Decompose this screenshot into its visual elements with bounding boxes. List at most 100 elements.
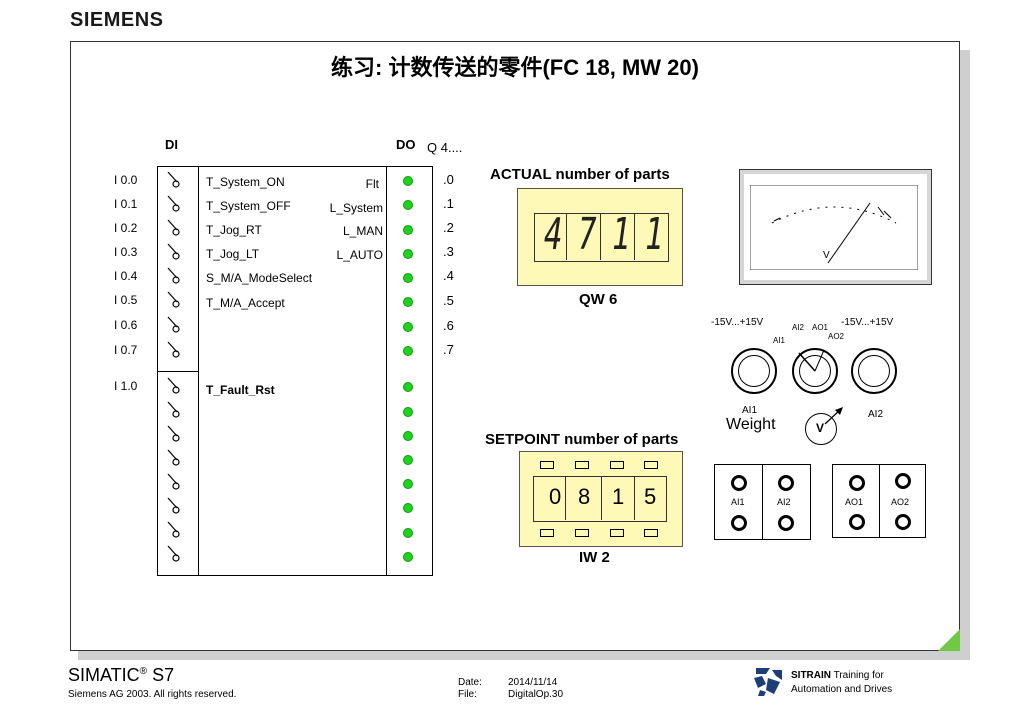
terminal-label: AI1 — [731, 497, 745, 507]
do-bit: .4 — [443, 268, 454, 283]
digit-separator — [600, 213, 601, 260]
terminal-block-ao: AO1 AO2 — [832, 464, 926, 538]
led-indicator — [404, 347, 412, 355]
terminal-label: AO2 — [891, 497, 910, 507]
increment-button[interactable] — [610, 461, 624, 469]
sitrain-name: SITRAIN — [791, 670, 831, 681]
decrement-button[interactable] — [610, 529, 624, 537]
di-address: I 0.1 — [114, 197, 138, 211]
knob-ai2[interactable] — [851, 348, 897, 394]
page-corner-icon — [938, 629, 960, 651]
selector-pointer-icon — [798, 350, 825, 372]
footer-copyright: Siemens AG 2003. All rights reserved. — [68, 689, 237, 700]
switch-icon[interactable] — [167, 316, 180, 333]
switch-icon[interactable] — [167, 267, 180, 284]
setpoint-digit: 1 — [612, 484, 625, 509]
terminal-socket[interactable] — [895, 473, 911, 489]
terminal-socket[interactable] — [731, 515, 747, 531]
knob-ring — [799, 355, 831, 387]
do-bit: .3 — [443, 244, 454, 259]
selector-ao1: AO1 — [812, 323, 829, 332]
actual-address: QW 6 — [579, 291, 618, 308]
range-left: -15V...+15V — [711, 317, 764, 328]
switch-icon[interactable] — [167, 195, 180, 212]
terminal-socket[interactable] — [849, 514, 865, 530]
di-label: T_Jog_LT — [206, 247, 260, 261]
switch-icon[interactable] — [167, 545, 180, 562]
do-label: L_System — [329, 201, 383, 215]
switch-icon[interactable] — [167, 291, 180, 308]
decrement-button[interactable] — [575, 529, 589, 537]
byte-divider — [158, 371, 198, 372]
terminal-socket[interactable] — [731, 475, 747, 491]
knob-left-label: AI1 — [742, 405, 758, 416]
selector-ai2: AI2 — [792, 323, 805, 332]
di-label: T_Fault_Rst — [206, 383, 275, 397]
terminal-label: AI2 — [777, 497, 791, 507]
led-indicator — [404, 323, 412, 331]
switch-icon[interactable] — [167, 341, 180, 358]
di-divider — [198, 167, 199, 575]
selector-knob[interactable] — [792, 348, 838, 394]
di-address: I 0.6 — [114, 318, 138, 332]
product-name: SIMATIC — [68, 665, 140, 685]
led-indicator — [404, 553, 412, 561]
actual-title: ACTUAL number of parts — [490, 166, 670, 183]
knob-ai1[interactable] — [731, 348, 777, 394]
led-indicator — [404, 201, 412, 209]
do-bit: .6 — [443, 318, 454, 333]
terminal-socket[interactable] — [895, 514, 911, 530]
di-label: T_M/A_Accept — [206, 296, 285, 310]
digit-separator — [565, 476, 566, 520]
digit-separator — [634, 213, 635, 260]
do-bit: .1 — [443, 196, 454, 211]
actual-digit: 4 — [544, 209, 563, 260]
increment-button[interactable] — [575, 461, 589, 469]
switch-icon[interactable] — [167, 243, 180, 260]
switch-icon[interactable] — [167, 219, 180, 236]
do-byte-label: Q 4.... — [427, 140, 463, 155]
di-label: T_System_OFF — [206, 199, 291, 213]
setpoint-digit-window — [533, 476, 667, 522]
switch-icon[interactable] — [167, 521, 180, 538]
sitrain-logo-icon — [754, 668, 782, 696]
file-label: File: — [458, 689, 477, 700]
switch-icon[interactable] — [167, 473, 180, 490]
knob-right-label: AI2 — [868, 409, 884, 420]
increment-button[interactable] — [540, 461, 554, 469]
do-divider — [386, 167, 387, 575]
switch-icon[interactable] — [167, 497, 180, 514]
led-indicator — [404, 432, 412, 440]
decrement-button[interactable] — [644, 529, 658, 537]
terminal-socket[interactable] — [778, 475, 794, 491]
terminal-socket[interactable] — [849, 475, 865, 491]
decrement-button[interactable] — [540, 529, 554, 537]
switch-icon[interactable] — [167, 172, 180, 188]
di-address: I 1.0 — [114, 379, 138, 393]
voltmeter: V — [739, 169, 932, 285]
switch-icon[interactable] — [167, 401, 180, 418]
led-indicator — [404, 250, 412, 258]
product-suffix: S7 — [152, 665, 175, 685]
actual-digit: 1 — [645, 209, 664, 260]
switch-icon[interactable] — [167, 377, 180, 394]
voltmeter-face — [750, 185, 918, 270]
led-indicator — [404, 480, 412, 488]
switch-icon[interactable] — [167, 449, 180, 466]
actual-digit: 7 — [578, 209, 597, 260]
knob-ring — [738, 355, 770, 387]
led-indicator — [404, 274, 412, 282]
terminal-socket[interactable] — [778, 515, 794, 531]
terminal-divider — [879, 465, 880, 537]
do-label: L_AUTO — [336, 248, 383, 262]
do-bit: .0 — [443, 172, 454, 187]
switch-icon[interactable] — [167, 425, 180, 442]
slide-frame: 练习: 计数传送的零件(FC 18, MW 20) DI DO Q 4.... … — [70, 41, 960, 651]
led-indicator — [404, 408, 412, 416]
do-label: Flt — [365, 177, 379, 191]
di-address: I 0.5 — [114, 293, 138, 307]
footer-product: SIMATIC® S7 — [68, 665, 174, 686]
di-label: S_M/A_ModeSelect — [206, 271, 313, 285]
increment-button[interactable] — [644, 461, 658, 469]
setpoint-digit: 5 — [644, 484, 657, 509]
